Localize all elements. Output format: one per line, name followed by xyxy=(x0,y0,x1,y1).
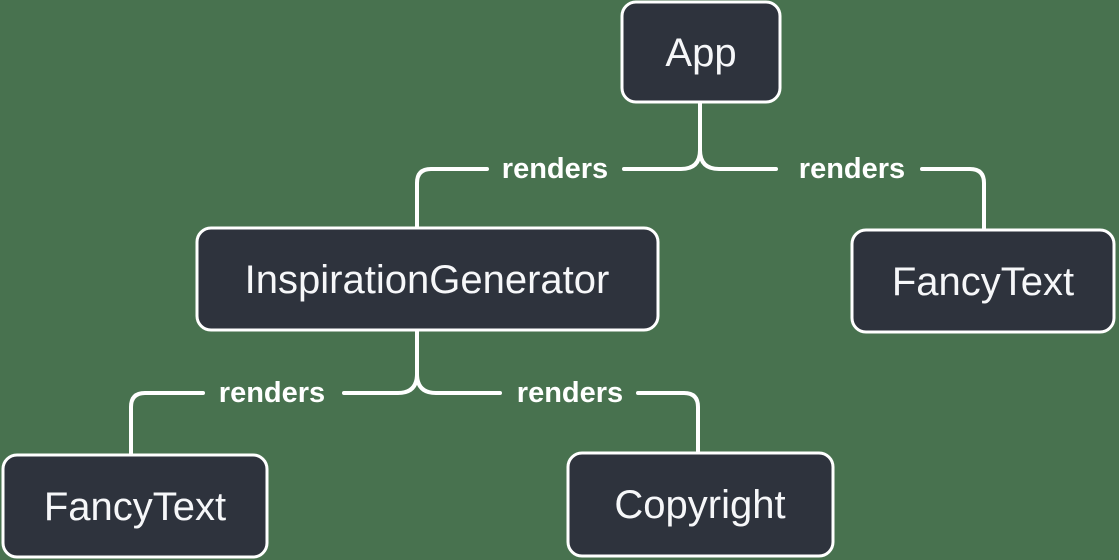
edge-label-renders: renders xyxy=(799,153,905,185)
edge-line xyxy=(415,328,502,395)
node-copyright: Copyright xyxy=(566,451,835,558)
node-inspiration-generator: InspirationGenerator xyxy=(195,226,660,332)
node-app-label: App xyxy=(665,31,736,75)
node-inspiration-generator-label: InspirationGenerator xyxy=(245,258,610,302)
edge-line xyxy=(129,391,205,457)
node-fancy-text-bottom-left-label: FancyText xyxy=(44,485,226,529)
node-fancy-text-top-right-label: FancyText xyxy=(892,260,1074,304)
node-fancy-text-top-right-box xyxy=(850,228,1116,334)
node-app: App xyxy=(620,0,782,104)
node-fancy-text-top-right: FancyText xyxy=(850,228,1116,334)
node-copyright-box xyxy=(566,451,835,558)
node-fancy-text-bottom-left-box xyxy=(1,453,269,559)
edge-inspirationgenerator-to-fancytext: renders xyxy=(129,328,419,457)
edge-line xyxy=(636,391,700,455)
edge-line xyxy=(698,100,778,171)
node-inspiration-generator-box xyxy=(195,226,660,332)
edge-label-renders: renders xyxy=(502,153,608,185)
node-fancy-text-bottom-left: FancyText xyxy=(1,453,269,559)
edge-app-to-fancytext: renders xyxy=(698,100,986,232)
edge-app-to-inspirationgenerator: renders xyxy=(415,100,702,230)
edge-label-renders: renders xyxy=(517,377,623,409)
node-app-box xyxy=(620,0,782,104)
edge-inspirationgenerator-to-copyright: renders xyxy=(415,328,700,455)
edge-line xyxy=(415,167,489,230)
edge-label-renders: renders xyxy=(219,377,325,409)
edge-line xyxy=(920,167,986,232)
node-copyright-label: Copyright xyxy=(614,483,785,527)
edge-line xyxy=(342,328,419,395)
edge-line xyxy=(622,100,702,171)
